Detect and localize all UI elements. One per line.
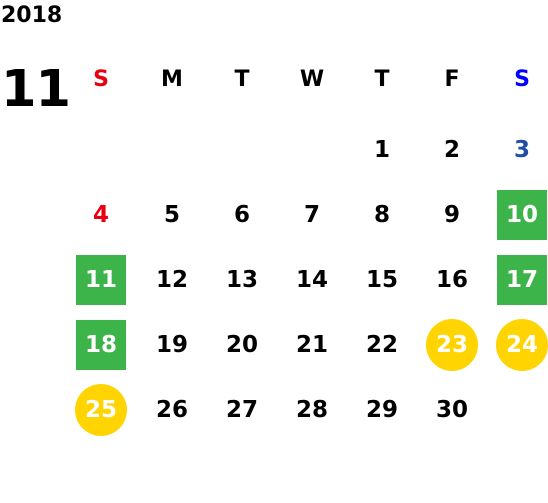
- day-cell[interactable]: 29: [365, 396, 398, 423]
- day-cell-highlight-yellow[interactable]: 23: [426, 319, 478, 371]
- day-cell[interactable]: 30: [435, 396, 468, 423]
- day-cell[interactable]: 8: [373, 201, 390, 228]
- day-cell-highlight-yellow[interactable]: 24: [496, 319, 548, 371]
- day-cell[interactable]: 27: [225, 396, 258, 423]
- day-cell[interactable]: 16: [435, 266, 468, 293]
- day-cell-saturday[interactable]: 3: [513, 136, 530, 163]
- day-cell[interactable]: 2: [443, 136, 460, 163]
- day-cell-highlight-green[interactable]: 18: [76, 320, 126, 370]
- day-cell-highlight-yellow[interactable]: 25: [75, 384, 127, 436]
- weekday-tuesday: T: [234, 67, 250, 92]
- day-cell-sunday[interactable]: 4: [92, 201, 109, 228]
- day-cell[interactable]: 1: [373, 136, 390, 163]
- day-cell-highlight-green[interactable]: 17: [497, 255, 547, 305]
- weekday-sunday: S: [93, 67, 109, 92]
- day-cell[interactable]: 14: [295, 266, 328, 293]
- day-cell[interactable]: 13: [225, 266, 258, 293]
- day-cell-highlight-green[interactable]: 11: [76, 255, 126, 305]
- year-label: 2018: [1, 3, 63, 28]
- weekday-saturday: S: [514, 67, 530, 92]
- weekday-monday: M: [161, 67, 183, 92]
- day-cell-highlight-green[interactable]: 10: [497, 190, 547, 240]
- weekday-thursday: T: [374, 67, 390, 92]
- weekday-friday: F: [444, 67, 460, 92]
- day-cell[interactable]: 12: [155, 266, 188, 293]
- day-cell[interactable]: 19: [155, 331, 188, 358]
- day-cell[interactable]: 28: [295, 396, 328, 423]
- day-cell[interactable]: 5: [163, 201, 180, 228]
- day-cell[interactable]: 21: [295, 331, 328, 358]
- day-cell[interactable]: 22: [365, 331, 398, 358]
- month-number: 11: [1, 60, 71, 119]
- day-cell[interactable]: 15: [365, 266, 398, 293]
- day-cell[interactable]: 6: [233, 201, 250, 228]
- day-cell[interactable]: 26: [155, 396, 188, 423]
- day-cell[interactable]: 7: [303, 201, 320, 228]
- day-cell[interactable]: 9: [443, 201, 460, 228]
- weekday-wednesday: W: [299, 67, 325, 92]
- day-cell[interactable]: 20: [225, 331, 258, 358]
